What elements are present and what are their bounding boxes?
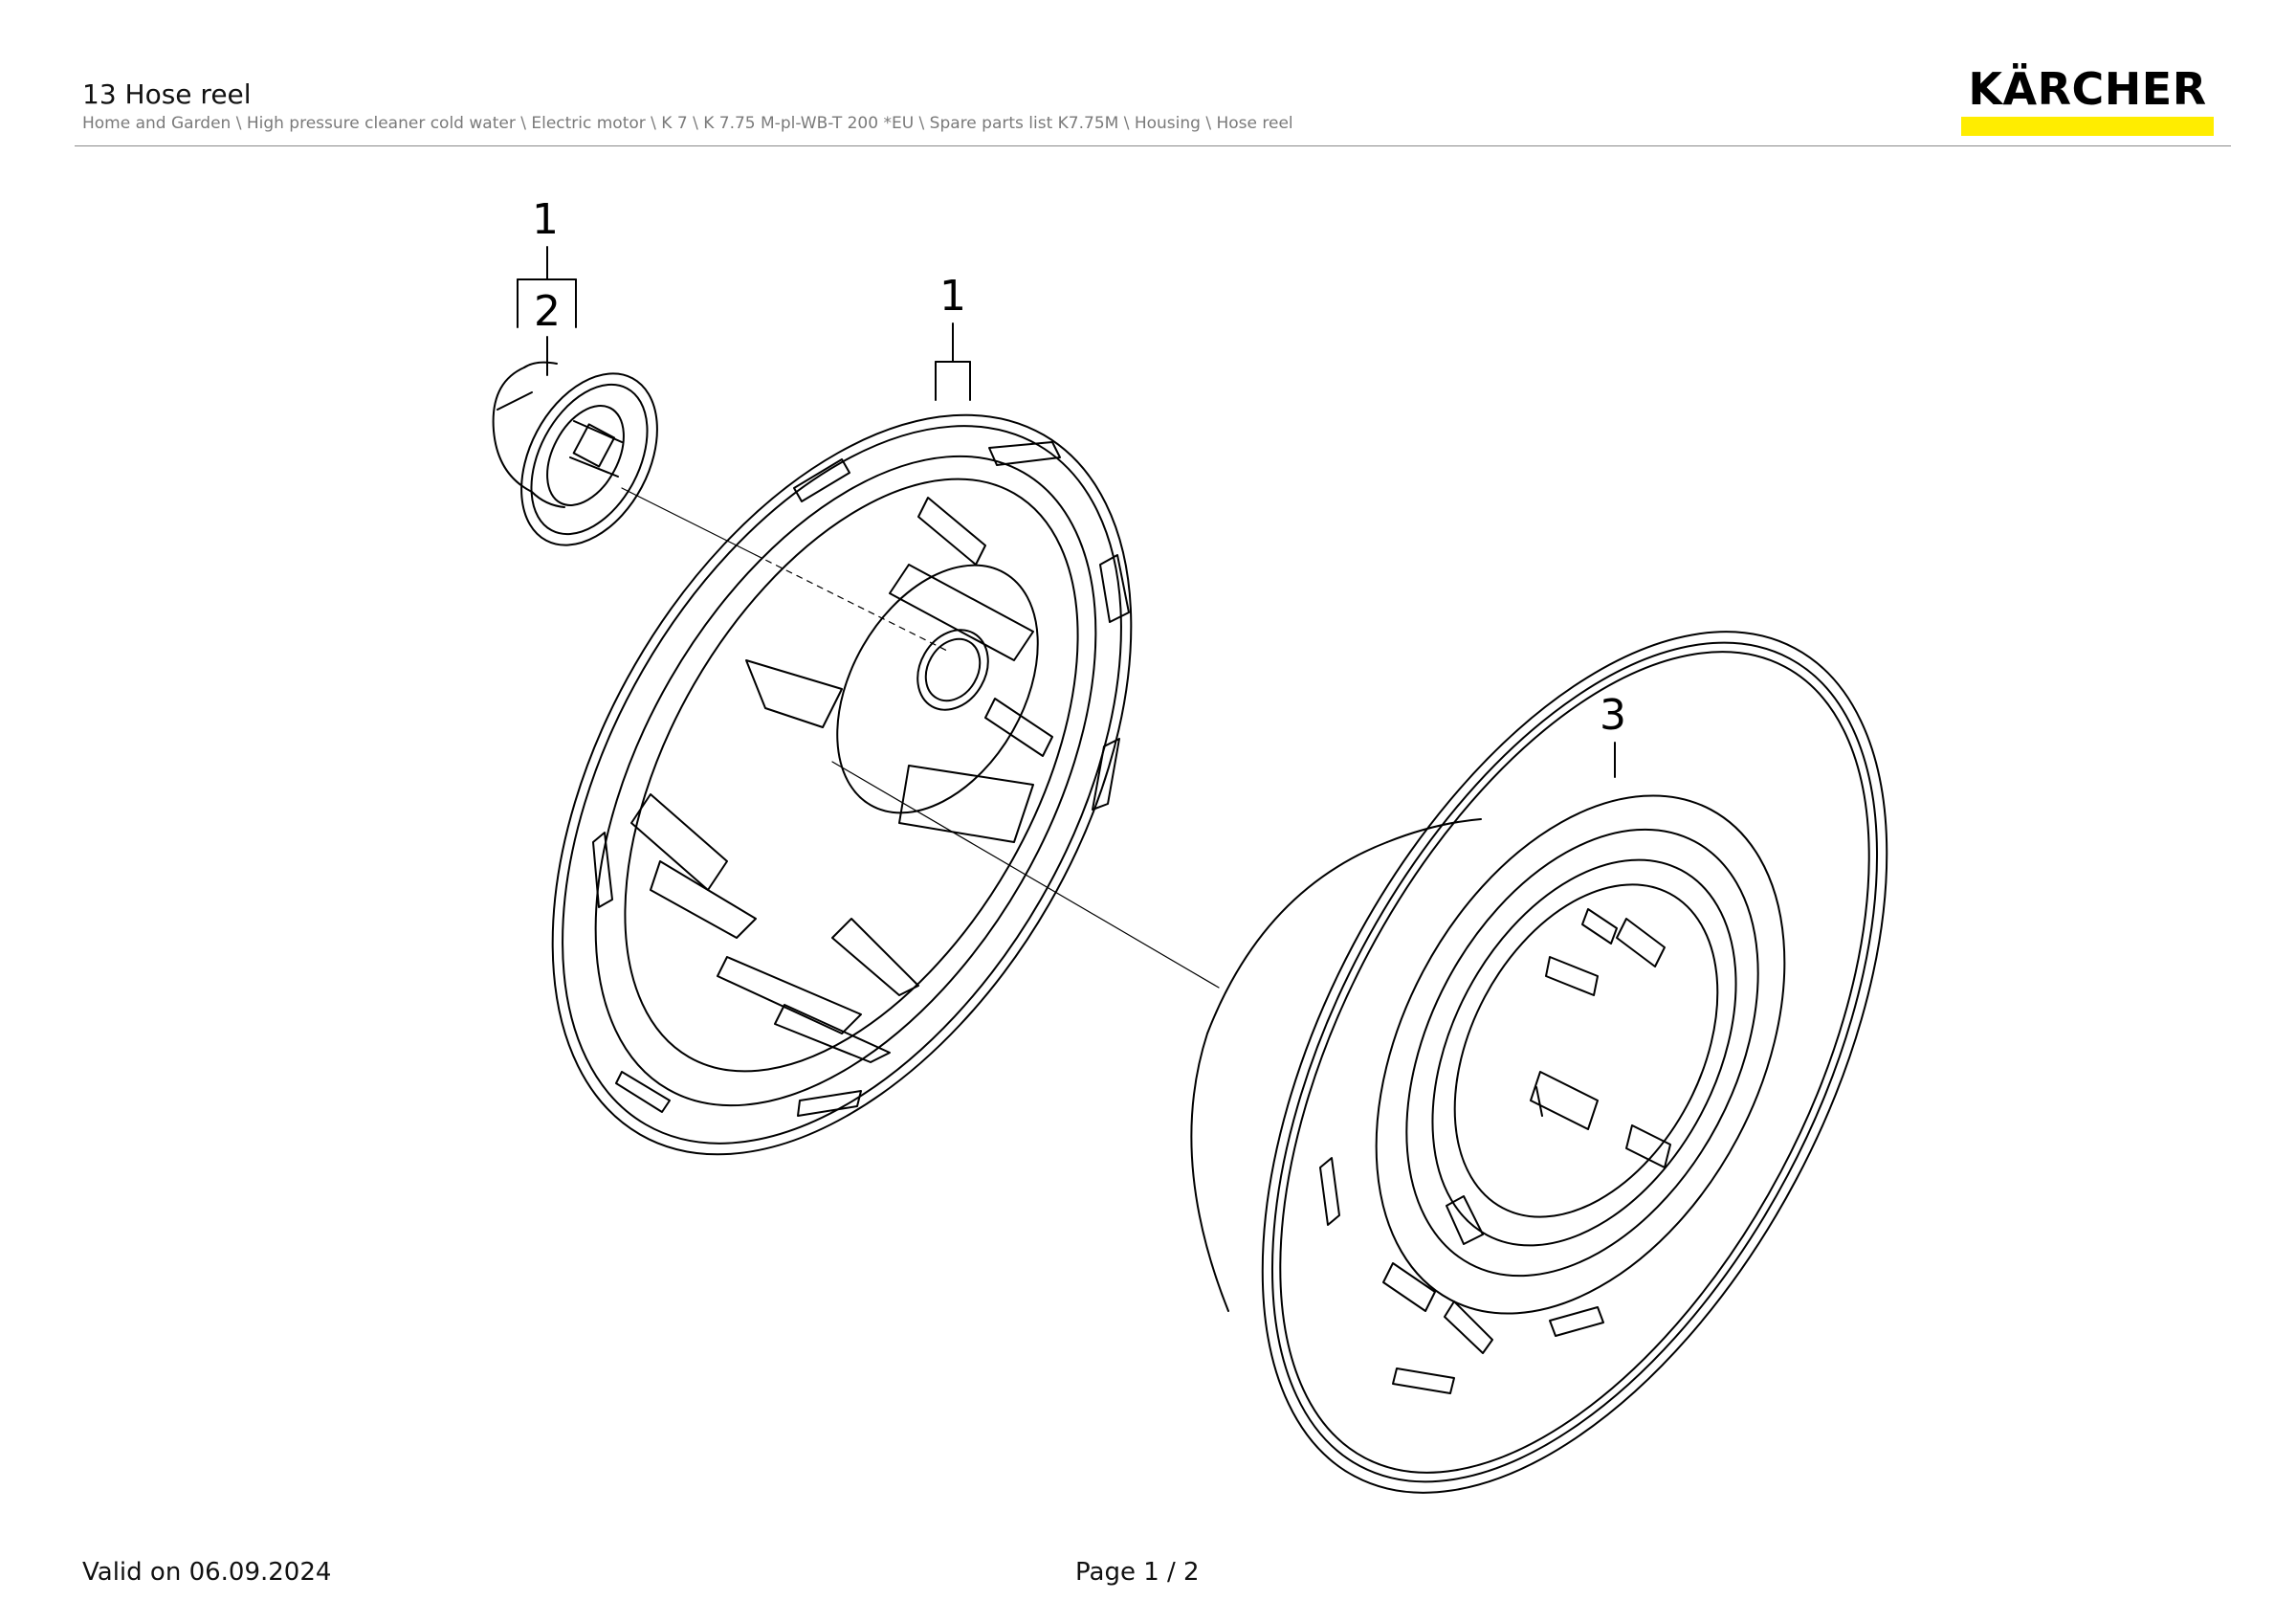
- page-title: 13 Hose reel: [82, 78, 252, 110]
- part-1-reel-disc: [551, 413, 1133, 1156]
- part-2-cap: [492, 361, 658, 546]
- callout-part-1-top: 1: [517, 195, 577, 328]
- callout-part-3: 3: [1600, 691, 1626, 778]
- svg-text:3: 3: [1600, 691, 1626, 740]
- callout-part-2: 2: [534, 287, 561, 376]
- svg-text:1: 1: [939, 272, 966, 321]
- part-3-reel-drum: [1190, 631, 1888, 1494]
- logo-yellow-bar: [1961, 117, 2214, 136]
- header-divider: [75, 145, 2231, 146]
- valid-date: Valid on 06.09.2024: [82, 1558, 332, 1587]
- breadcrumb: Home and Garden \ High pressure cleaner …: [82, 114, 1293, 133]
- page-indicator: Page 1 / 2: [1075, 1558, 1200, 1587]
- callout-part-1-center: 1: [935, 272, 971, 401]
- karcher-logo: KÄRCHER: [1961, 63, 2214, 136]
- assembly-axis-line: [621, 487, 1220, 989]
- svg-text:1: 1: [532, 195, 559, 244]
- svg-text:2: 2: [534, 287, 561, 336]
- logo-wordmark: KÄRCHER: [1968, 63, 2207, 115]
